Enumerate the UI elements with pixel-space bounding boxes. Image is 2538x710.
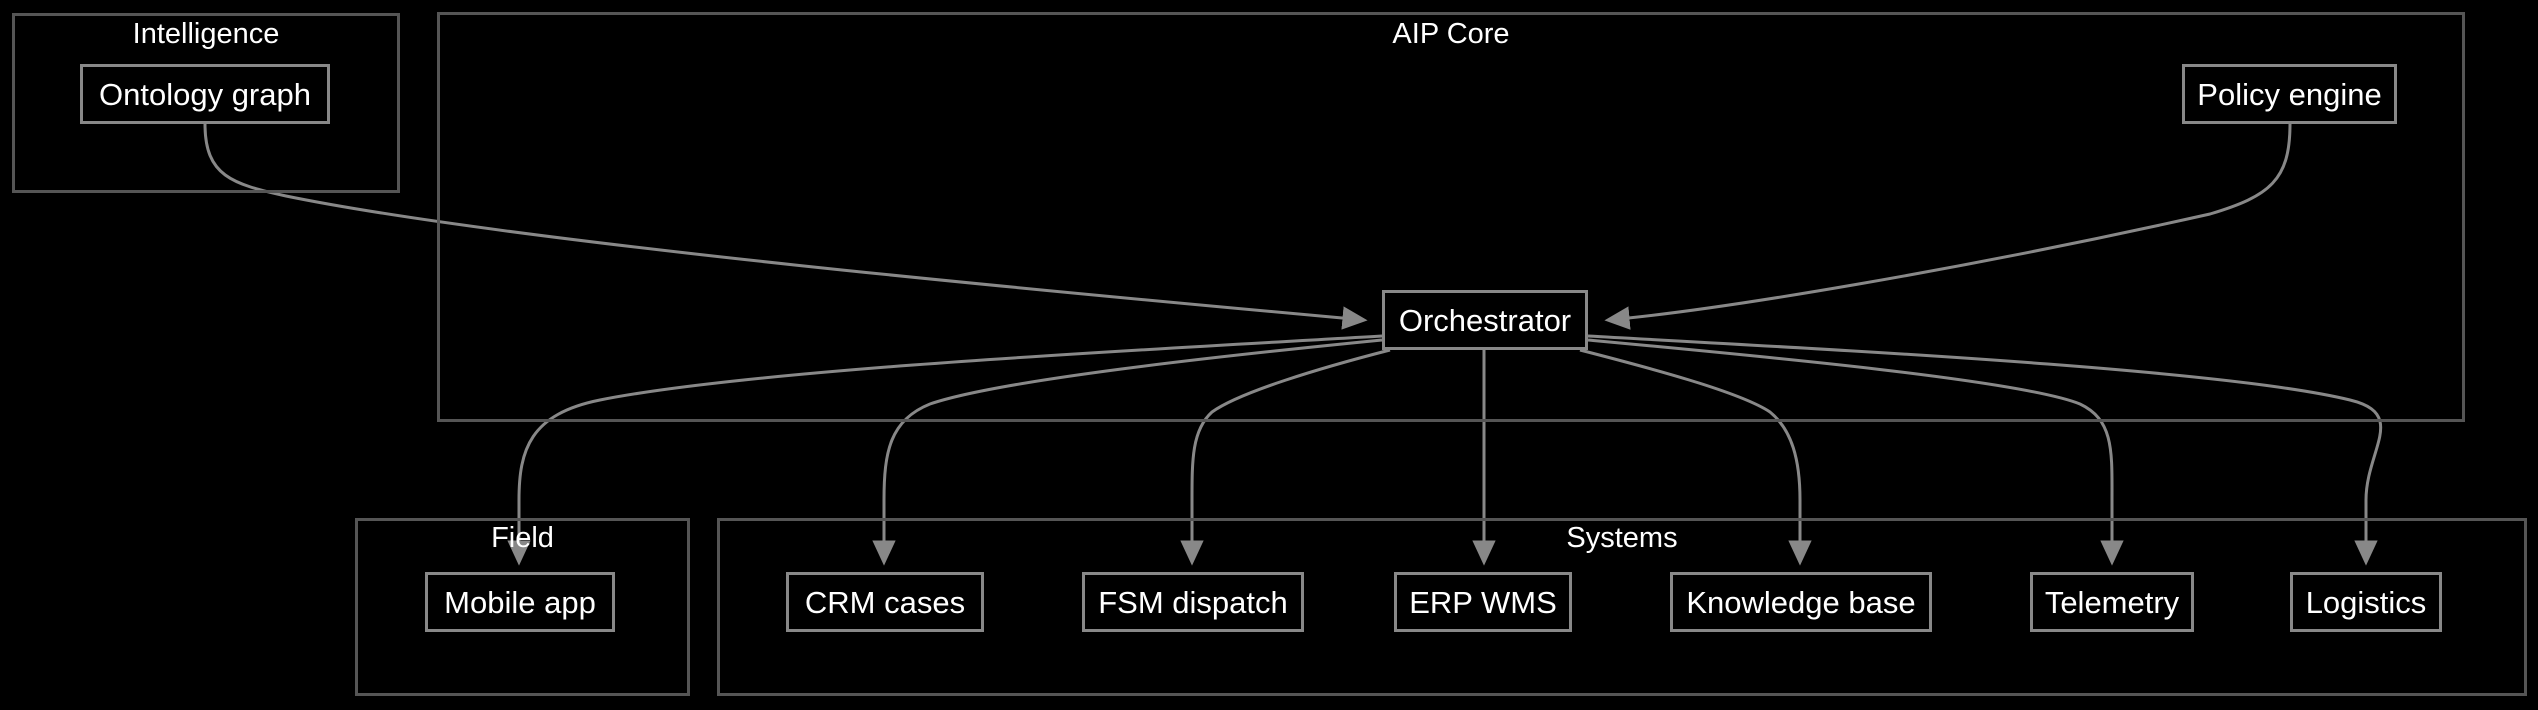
- cluster-field: [355, 518, 690, 696]
- edge-orchestrator-to-logistics: [1587, 334, 2383, 566]
- cluster-systems: [717, 518, 2527, 696]
- edge-policy-to-orchestrator: [1604, 123, 2292, 330]
- edge-orchestrator-to-kb: [1579, 348, 1812, 566]
- node-erp_wms[interactable]: ERP WMS: [1394, 572, 1572, 632]
- node-label-knowledge_base: Knowledge base: [1686, 584, 1916, 620]
- cluster-label-systems: Systems: [1566, 522, 1678, 554]
- edge-orchestrator-to-telemetry: [1587, 338, 2124, 566]
- node-label-fsm_dispatch: FSM dispatch: [1098, 584, 1288, 620]
- node-telemetry[interactable]: Telemetry: [2030, 572, 2194, 632]
- node-label-mobile_app: Mobile app: [444, 584, 596, 620]
- node-label-telemetry: Telemetry: [2044, 584, 2180, 620]
- cluster-intelligence: [12, 13, 400, 193]
- edge-ontology-to-orchestrator: [203, 123, 1368, 330]
- node-crm_cases[interactable]: CRM cases: [786, 572, 984, 632]
- node-fsm_dispatch[interactable]: FSM dispatch: [1082, 572, 1304, 632]
- edge-orchestrator-to-crm: [872, 338, 1383, 566]
- edge-orchestrator-to-mobile: [507, 334, 1383, 566]
- cluster-label-aip_core: AIP Core: [1392, 18, 1510, 50]
- node-ontology_graph[interactable]: Ontology graph: [80, 64, 330, 124]
- node-label-policy_engine: Policy engine: [2197, 76, 2382, 112]
- cluster-label-intelligence: Intelligence: [132, 18, 280, 50]
- node-label-orchestrator: Orchestrator: [1398, 302, 1572, 338]
- node-orchestrator[interactable]: Orchestrator: [1382, 290, 1588, 350]
- cluster-aip_core: [437, 12, 2465, 422]
- node-mobile_app[interactable]: Mobile app: [425, 572, 615, 632]
- node-label-logistics: Logistics: [2305, 584, 2427, 620]
- node-logistics[interactable]: Logistics: [2290, 572, 2442, 632]
- node-label-crm_cases: CRM cases: [804, 584, 966, 620]
- edge-orchestrator-to-fsm: [1180, 348, 1391, 566]
- node-label-erp_wms: ERP WMS: [1409, 584, 1557, 620]
- node-policy_engine[interactable]: Policy engine: [2182, 64, 2397, 124]
- node-label-ontology_graph: Ontology graph: [99, 76, 311, 112]
- node-knowledge_base[interactable]: Knowledge base: [1670, 572, 1932, 632]
- cluster-label-field: Field: [491, 522, 554, 554]
